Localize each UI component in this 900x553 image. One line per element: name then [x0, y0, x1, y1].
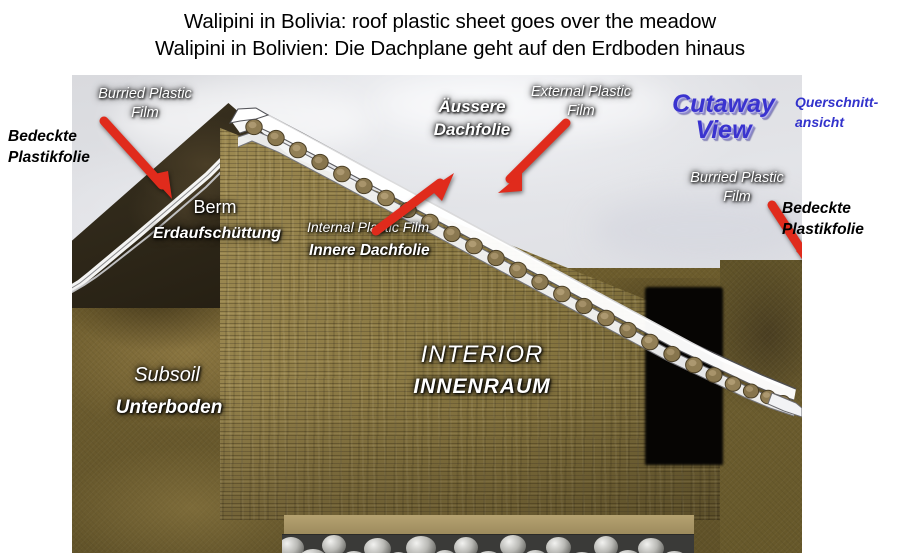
right-exterior-earth — [720, 260, 802, 553]
right-earth-texture — [720, 260, 802, 553]
doorway-opening — [645, 287, 723, 465]
label-subsoil-en: Subsoil — [134, 364, 200, 386]
label-internal-film-de: Innere Dachfolie — [309, 242, 430, 259]
label-external-film-en: External Plastic Film — [531, 84, 631, 119]
label-external-film-de: Äussere Dachfolie — [433, 97, 511, 139]
label-querschnittansicht: Querschnitt- ansicht — [795, 94, 879, 130]
title-block: Walipini in Bolivia: roof plastic sheet … — [0, 0, 900, 62]
label-subsoil-de: Unterboden — [115, 397, 223, 418]
gravel-drainage-bed — [282, 534, 694, 553]
label-buried-plastic-film-right-en: Burried Plastic Film — [690, 170, 784, 205]
label-buried-plastic-film-right-de: Bedeckte Plastikfolie — [782, 200, 864, 238]
label-internal-film-en: Internal Plastic Film — [307, 219, 430, 235]
label-buried-plastic-film-left-de: Bedeckte Plastikfolie — [8, 128, 90, 166]
title-line-german: Walipini in Bolivien: Die Dachplane geht… — [154, 37, 745, 60]
label-berm-en: Berm — [193, 197, 237, 217]
sand-layer — [284, 515, 694, 535]
label-berm-de: Erdaufschüttung — [153, 225, 281, 242]
label-buried-plastic-film-left-en: Burried Plastic Film — [98, 86, 192, 121]
label-interior-en: INTERIOR — [420, 341, 544, 368]
label-cutaway-view: Cutaway View — [672, 90, 775, 144]
walipini-cross-section-illustration: Burried Plastic Film Berm Erdaufschüttun… — [72, 75, 802, 553]
label-interior-de: INNENRAUM — [413, 375, 551, 398]
title-line-english: Walipini in Bolivia: roof plastic sheet … — [183, 10, 717, 33]
